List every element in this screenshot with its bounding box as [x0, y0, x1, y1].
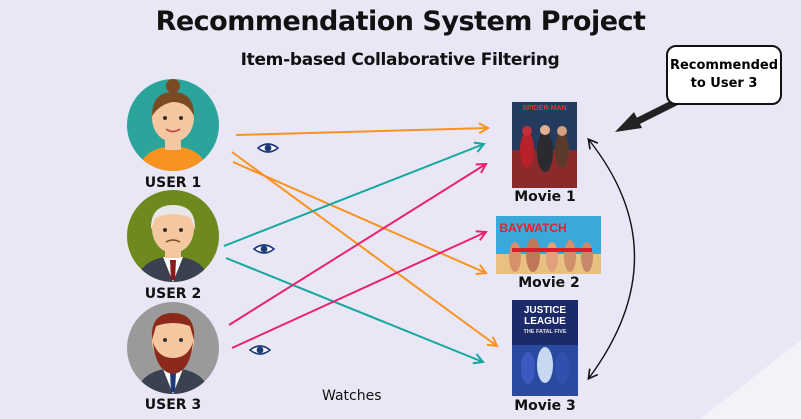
movie3-poster: JUSTICE LEAGUE THE FATAL FIVE	[512, 300, 578, 396]
page-subtitle: Item-based Collaborative Filtering	[240, 50, 560, 70]
user3-label: USER 3	[144, 397, 202, 413]
movie2-poster: BAYWATCH	[496, 216, 601, 274]
edges	[223, 128, 497, 362]
page-title: Recommendation System Project	[155, 6, 646, 37]
callout-line1: Recommended	[669, 58, 779, 73]
user2-label: USER 2	[144, 286, 202, 302]
edge-user1-movie3	[231, 151, 497, 346]
eye-icon	[248, 345, 272, 355]
movie3-poster-subtitle: THE FATAL FIVE	[523, 329, 566, 335]
decorative-corner	[700, 340, 801, 419]
edge-user3-movie1	[228, 164, 486, 326]
edge-user3-movie2	[231, 232, 486, 349]
eye-icon	[256, 143, 280, 153]
user1-avatar	[127, 79, 219, 171]
movie1-label: Movie 1	[514, 189, 576, 205]
edge-user1-movie1	[235, 128, 488, 136]
movie3-poster-title-line2: LEAGUE	[524, 316, 566, 327]
callout-line2: to User 3	[690, 76, 758, 91]
edge-user2-movie1	[223, 144, 484, 247]
user1-label: USER 1	[144, 175, 202, 191]
eye-icon	[252, 244, 276, 254]
movie1-poster-title: SPIDER-MAN	[522, 105, 566, 112]
curved-double-arrow-icon	[587, 137, 636, 381]
relation-label: Watches	[322, 388, 382, 404]
movie2-poster-title: BAYWATCH	[499, 221, 566, 235]
movie3-label: Movie 3	[514, 398, 576, 414]
movie1-poster: SPIDER-MAN	[512, 102, 577, 188]
user2-avatar	[127, 190, 219, 282]
movie2-label: Movie 2	[518, 275, 580, 291]
edge-user2-movie3	[225, 257, 483, 362]
recommendation-callout: Recommended to User 3	[666, 45, 782, 105]
movie3-poster-title-line1: JUSTICE	[524, 305, 567, 316]
bold-arrow-icon	[615, 96, 684, 132]
edge-user1-movie2	[232, 161, 486, 273]
user3-avatar	[127, 302, 219, 394]
